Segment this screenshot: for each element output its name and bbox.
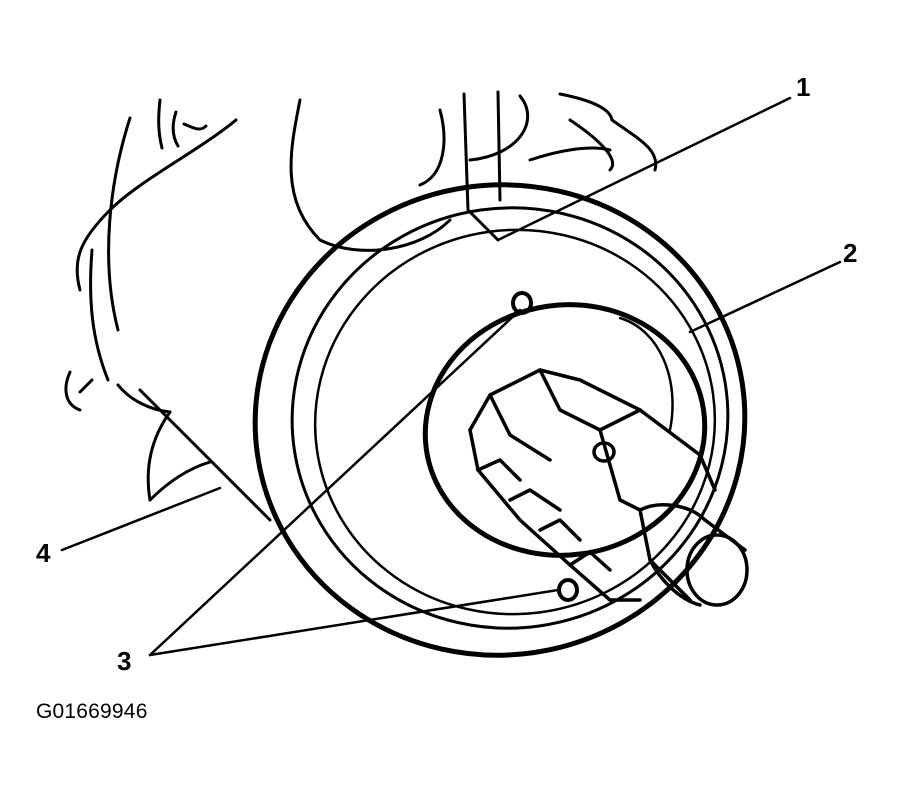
callout-4: 4	[36, 538, 51, 568]
leader-line-3b	[148, 588, 560, 657]
housing-outline	[64, 90, 658, 522]
figure-identifier: G01669946	[36, 700, 148, 723]
splined-shaft	[468, 368, 749, 607]
flange-rings	[252, 182, 748, 658]
leader-line-2	[688, 260, 842, 334]
callout-1: 1	[796, 72, 811, 102]
leader-lines	[60, 96, 842, 657]
leader-line-4	[60, 486, 222, 552]
leader-line-3a	[148, 308, 522, 657]
leader-line-1	[496, 96, 792, 242]
callout-3: 3	[117, 646, 132, 676]
callout-2: 2	[843, 238, 858, 268]
